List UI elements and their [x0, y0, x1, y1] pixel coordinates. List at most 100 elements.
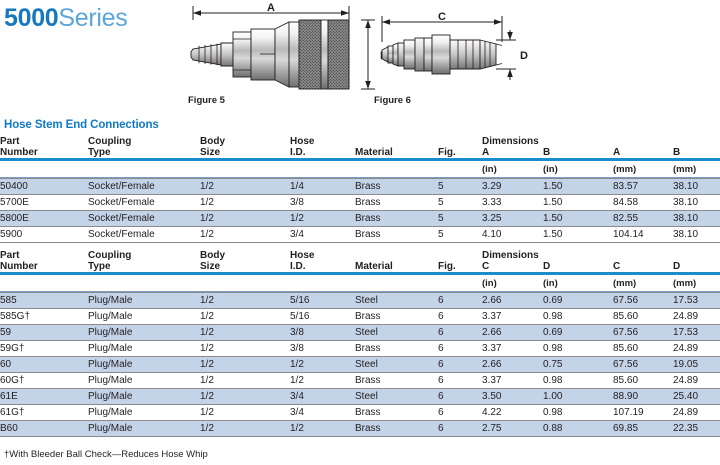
cell-dim-2-in: 0.75: [543, 356, 613, 373]
cell-coupling-type: Plug/Male: [88, 404, 200, 421]
cell-hose-id: 3/8: [290, 324, 355, 341]
cell-dim-2-in: 0.98: [543, 404, 613, 421]
cell-dim-2-mm: 22.35: [673, 420, 720, 437]
cell-dim-2-mm: 19.05: [673, 356, 720, 373]
unit-blank-6: [438, 161, 482, 177]
cell-dim-2-in: 1.50: [543, 226, 613, 243]
th-type: Type: [88, 261, 111, 272]
th-dimensions: Dimensions: [482, 135, 539, 147]
cell-body-size: 1/2: [200, 210, 290, 227]
cell-dim-1-in: 2.66: [482, 324, 543, 341]
cell-material: Brass: [355, 226, 438, 243]
figure-6-caption: Figure 6: [374, 95, 411, 106]
th-size: Size: [200, 261, 221, 272]
th-number: Number: [0, 147, 38, 158]
cell-material: Steel: [355, 324, 438, 341]
unit-d-mm: (mm): [673, 277, 697, 289]
unit-c-mm: (mm): [613, 277, 637, 289]
cell-figure: 5: [438, 226, 482, 243]
cell-dim-2-mm: 24.89: [673, 404, 720, 421]
figure-6-dim-d-label: D: [520, 50, 528, 62]
cell-body-size: 1/2: [200, 226, 290, 243]
cell-figure: 5: [438, 178, 482, 195]
cell-dim-1-mm: 69.85: [613, 420, 673, 437]
cell-material: Steel: [355, 356, 438, 373]
unit-d-in: (in): [543, 277, 558, 289]
cell-material: Brass: [355, 308, 438, 325]
unit-blank-3: [200, 161, 290, 177]
cell-dim-1-in: 4.10: [482, 226, 543, 243]
cell-figure: 6: [438, 388, 482, 405]
cell-hose-id: 5/16: [290, 292, 355, 309]
cell-hose-id: 3/8: [290, 194, 355, 211]
th-material: Material: [355, 147, 393, 158]
cell-coupling-type: Plug/Male: [88, 356, 200, 373]
cell-dim-1-in: 2.75: [482, 420, 543, 437]
cell-hose-id: 3/4: [290, 404, 355, 421]
cell-dim-2-mm: 17.53: [673, 324, 720, 341]
th-dim-c-mm: C: [613, 261, 621, 272]
cell-dim-2-mm: 25.40: [673, 388, 720, 405]
cell-hose-id: 1/2: [290, 372, 355, 389]
cell-coupling-type: Plug/Male: [88, 340, 200, 357]
th-part: Part: [0, 249, 20, 261]
cell-coupling-type: Plug/Male: [88, 308, 200, 325]
unit-blank-5: [355, 275, 438, 291]
th-body: Body: [200, 135, 225, 147]
cell-hose-id: 1/2: [290, 420, 355, 437]
cell-dim-1-mm: 82.55: [613, 210, 673, 227]
th-dim-d-in: D: [543, 261, 551, 272]
cell-dim-1-mm: 107.19: [613, 404, 673, 421]
cell-dim-1-in: 2.66: [482, 292, 543, 309]
figure-5-drawing: A B: [190, 2, 388, 90]
cell-hose-id: 1/2: [290, 356, 355, 373]
cell-figure: 6: [438, 324, 482, 341]
th-fig: Fig.: [438, 261, 456, 272]
th-dim-b-in: B: [543, 147, 551, 158]
cell-dim-1-in: 4.22: [482, 404, 543, 421]
cell-hose-id: 1/4: [290, 178, 355, 195]
cell-dim-1-in: 3.33: [482, 194, 543, 211]
figure-6-drawing: C D: [381, 11, 528, 80]
cell-dim-2-mm: 24.89: [673, 340, 720, 357]
cell-coupling-type: Socket/Female: [88, 194, 200, 211]
cell-figure: 6: [438, 372, 482, 389]
unit-b-in: (in): [543, 163, 558, 175]
page-title-light: Series: [58, 4, 128, 32]
cell-dim-2-mm: 17.53: [673, 292, 720, 309]
cell-dim-1-mm: 67.56: [613, 356, 673, 373]
cell-figure: 5: [438, 194, 482, 211]
cell-body-size: 1/2: [200, 356, 290, 373]
cell-dim-1-in: 3.37: [482, 340, 543, 357]
cell-body-size: 1/2: [200, 340, 290, 357]
unit-blank-3: [200, 275, 290, 291]
cell-body-size: 1/2: [200, 388, 290, 405]
th-size: Size: [200, 147, 221, 158]
cell-figure: 5: [438, 210, 482, 227]
cell-material: Brass: [355, 340, 438, 357]
cell-coupling-type: Plug/Male: [88, 372, 200, 389]
cell-dim-1-in: 3.29: [482, 178, 543, 195]
cell-figure: 6: [438, 356, 482, 373]
cell-part-number: 5700E: [0, 194, 88, 211]
cell-part-number: 60: [0, 356, 88, 373]
units-row: (in) (in) (mm) (mm): [0, 275, 720, 291]
cell-body-size: 1/2: [200, 178, 290, 195]
plug-male-table: Part Coupling Body Hose Dimensions Numbe…: [0, 250, 720, 437]
unit-c-in: (in): [482, 277, 497, 289]
header-row-line1: Part Coupling Body Hose Dimensions: [0, 136, 720, 147]
unit-b-mm: (mm): [673, 163, 697, 175]
th-material: Material: [355, 261, 393, 272]
th-dimensions: Dimensions: [482, 249, 539, 261]
cell-coupling-type: Plug/Male: [88, 420, 200, 437]
page-title: 5000Series: [4, 4, 128, 33]
cell-hose-id: 3/4: [290, 226, 355, 243]
th-hose: Hose: [290, 249, 315, 261]
cell-dim-2-mm: 24.89: [673, 308, 720, 325]
